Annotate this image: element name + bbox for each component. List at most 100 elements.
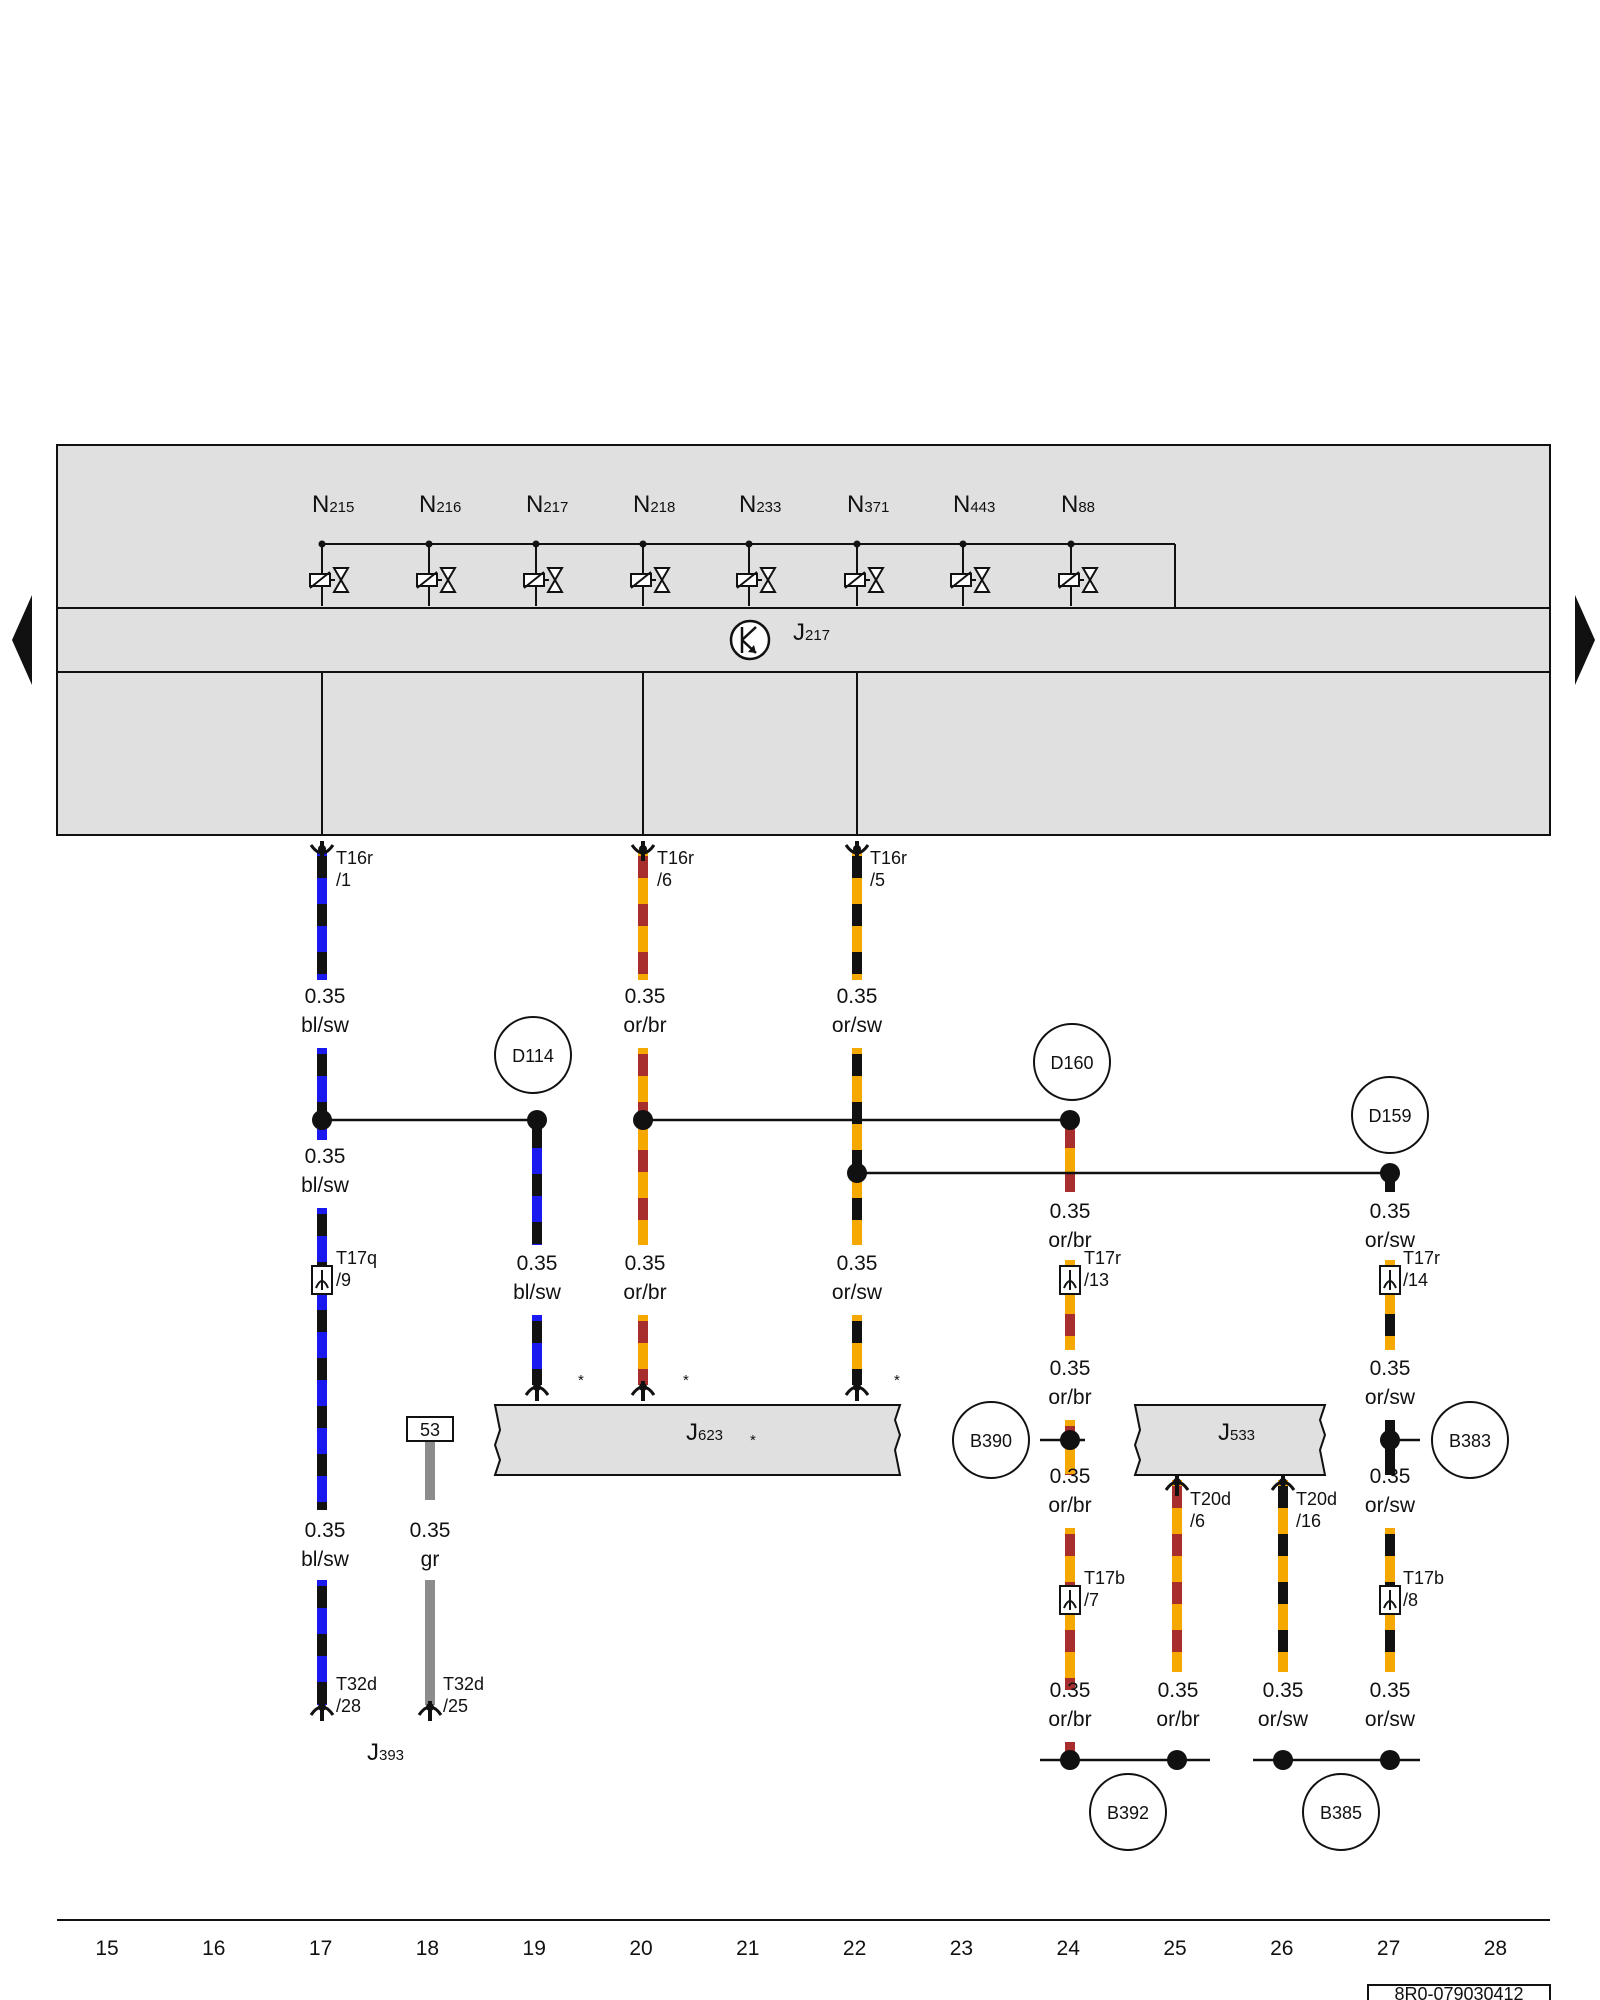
connector-pin: /6 bbox=[1190, 1511, 1205, 1531]
point-label: B392 bbox=[1107, 1803, 1149, 1823]
connector-name: T20d bbox=[1190, 1489, 1231, 1509]
inline-connector bbox=[1379, 1585, 1401, 1615]
valve-n217: N217 bbox=[523, 491, 568, 606]
socket-connector bbox=[309, 1701, 335, 1721]
wire-color: or/sw bbox=[1365, 1708, 1416, 1731]
wire-color: or/sw bbox=[1258, 1708, 1309, 1731]
socket-connector bbox=[1270, 1476, 1296, 1496]
junction-dot bbox=[1167, 1750, 1187, 1770]
socket-connector bbox=[417, 1701, 443, 1721]
fuse-label: 53 bbox=[420, 1420, 440, 1440]
j623-label: J623 bbox=[686, 1419, 723, 1446]
connector-name: T17r bbox=[1403, 1248, 1440, 1268]
junction-dot bbox=[312, 1110, 332, 1130]
connector-name: T17q bbox=[336, 1248, 377, 1268]
wire-size: 0.35 bbox=[1158, 1679, 1199, 1702]
wire-color: or/br bbox=[1048, 1386, 1091, 1409]
transistor-icon bbox=[729, 619, 771, 661]
junction-dot bbox=[1380, 1430, 1400, 1450]
connector-pin: /13 bbox=[1084, 1270, 1109, 1290]
j623-box bbox=[493, 1404, 902, 1476]
junction-dot bbox=[847, 1163, 867, 1183]
valve-label: N371 bbox=[847, 491, 889, 518]
column-number: 22 bbox=[843, 1937, 866, 1960]
valve-n443: N443 bbox=[950, 491, 995, 606]
valve-n88: N88 bbox=[1058, 491, 1099, 606]
triangle-right-icon[interactable] bbox=[1575, 595, 1595, 685]
point-b392: B392 bbox=[1089, 1773, 1167, 1851]
wire-color: gr bbox=[421, 1548, 440, 1571]
column-number: 18 bbox=[416, 1937, 439, 1960]
triangle-left-icon[interactable] bbox=[12, 595, 32, 685]
wire-size: 0.35 bbox=[517, 1252, 558, 1275]
junction-dot bbox=[1060, 1430, 1080, 1450]
connector-name: T16r bbox=[336, 848, 373, 868]
connector-pin: /6 bbox=[657, 870, 672, 890]
wire-size: 0.35 bbox=[305, 1519, 346, 1542]
point-label: B383 bbox=[1449, 1431, 1491, 1451]
inline-connector bbox=[1059, 1585, 1081, 1615]
column-number: 24 bbox=[1057, 1937, 1081, 1960]
point-b390: B390 bbox=[952, 1401, 1030, 1479]
wire-color: or/br bbox=[1048, 1494, 1091, 1517]
socket-connector bbox=[524, 1381, 550, 1401]
plug-connector bbox=[309, 841, 335, 861]
column-number: 28 bbox=[1484, 1937, 1507, 1960]
point-label: D159 bbox=[1368, 1106, 1411, 1126]
valve-label: N233 bbox=[739, 491, 781, 518]
column-number: 20 bbox=[629, 1937, 652, 1960]
inline-connector bbox=[1379, 1265, 1401, 1295]
connector-pin: /28 bbox=[336, 1696, 361, 1716]
junction-dot bbox=[1060, 1110, 1080, 1130]
wire-size: 0.35 bbox=[305, 985, 346, 1008]
wire-size: 0.35 bbox=[305, 1145, 346, 1168]
point-label: B385 bbox=[1320, 1803, 1362, 1823]
asterisk: * bbox=[578, 1372, 584, 1389]
column-number: 26 bbox=[1270, 1937, 1293, 1960]
connector-name: T17b bbox=[1084, 1568, 1125, 1588]
wire-color: bl/sw bbox=[301, 1548, 350, 1571]
socket-connector bbox=[630, 1381, 656, 1401]
control-unit-label: J217 bbox=[793, 619, 830, 646]
column-number: 23 bbox=[950, 1937, 973, 1960]
connector-pin: /8 bbox=[1403, 1590, 1418, 1610]
wire-color: bl/sw bbox=[301, 1174, 350, 1197]
wire-color: or/br bbox=[1048, 1708, 1091, 1731]
j623-note: * bbox=[750, 1432, 756, 1449]
column-number: 25 bbox=[1163, 1937, 1186, 1960]
connector-name: T20d bbox=[1296, 1489, 1337, 1509]
wire-size: 0.35 bbox=[1050, 1679, 1091, 1702]
wire-size: 0.35 bbox=[410, 1519, 451, 1542]
point-label: D114 bbox=[512, 1046, 554, 1066]
connector-pin: /14 bbox=[1403, 1270, 1428, 1290]
socket-connector bbox=[1164, 1476, 1190, 1496]
valve-n215: N215 bbox=[309, 491, 354, 606]
junction-dot bbox=[1060, 1750, 1080, 1770]
point-label: B390 bbox=[970, 1431, 1012, 1451]
wire-size: 0.35 bbox=[625, 985, 666, 1008]
wire-color: or/br bbox=[623, 1014, 666, 1037]
asterisk: * bbox=[683, 1372, 689, 1389]
connector-name: T17b bbox=[1403, 1568, 1444, 1588]
connector-pin: /9 bbox=[336, 1270, 351, 1290]
connector-name: T17r bbox=[1084, 1248, 1121, 1268]
doc-number-box bbox=[1367, 1984, 1551, 2000]
wire-size: 0.35 bbox=[1050, 1465, 1091, 1488]
socket-connector bbox=[844, 1381, 870, 1401]
doc-number: 8R0-079030412 bbox=[1394, 1984, 1523, 2000]
valve-label: N218 bbox=[633, 491, 675, 518]
junction-dot bbox=[1273, 1750, 1293, 1770]
column-number: 16 bbox=[202, 1937, 225, 1960]
j393-label: J393 bbox=[367, 1739, 404, 1766]
point-d114: D114 bbox=[494, 1016, 572, 1094]
valve-n233: N233 bbox=[736, 491, 781, 606]
valve-label: N88 bbox=[1061, 491, 1095, 518]
junction-dot bbox=[1380, 1750, 1400, 1770]
wire-size: 0.35 bbox=[1050, 1357, 1091, 1380]
point-d159: D159 bbox=[1351, 1076, 1429, 1154]
column-number: 17 bbox=[309, 1937, 332, 1960]
wire-color: bl/sw bbox=[301, 1014, 350, 1037]
valve-label: N217 bbox=[526, 491, 568, 518]
valve-n218: N218 bbox=[630, 491, 675, 606]
connector-name: T32d bbox=[443, 1674, 484, 1694]
